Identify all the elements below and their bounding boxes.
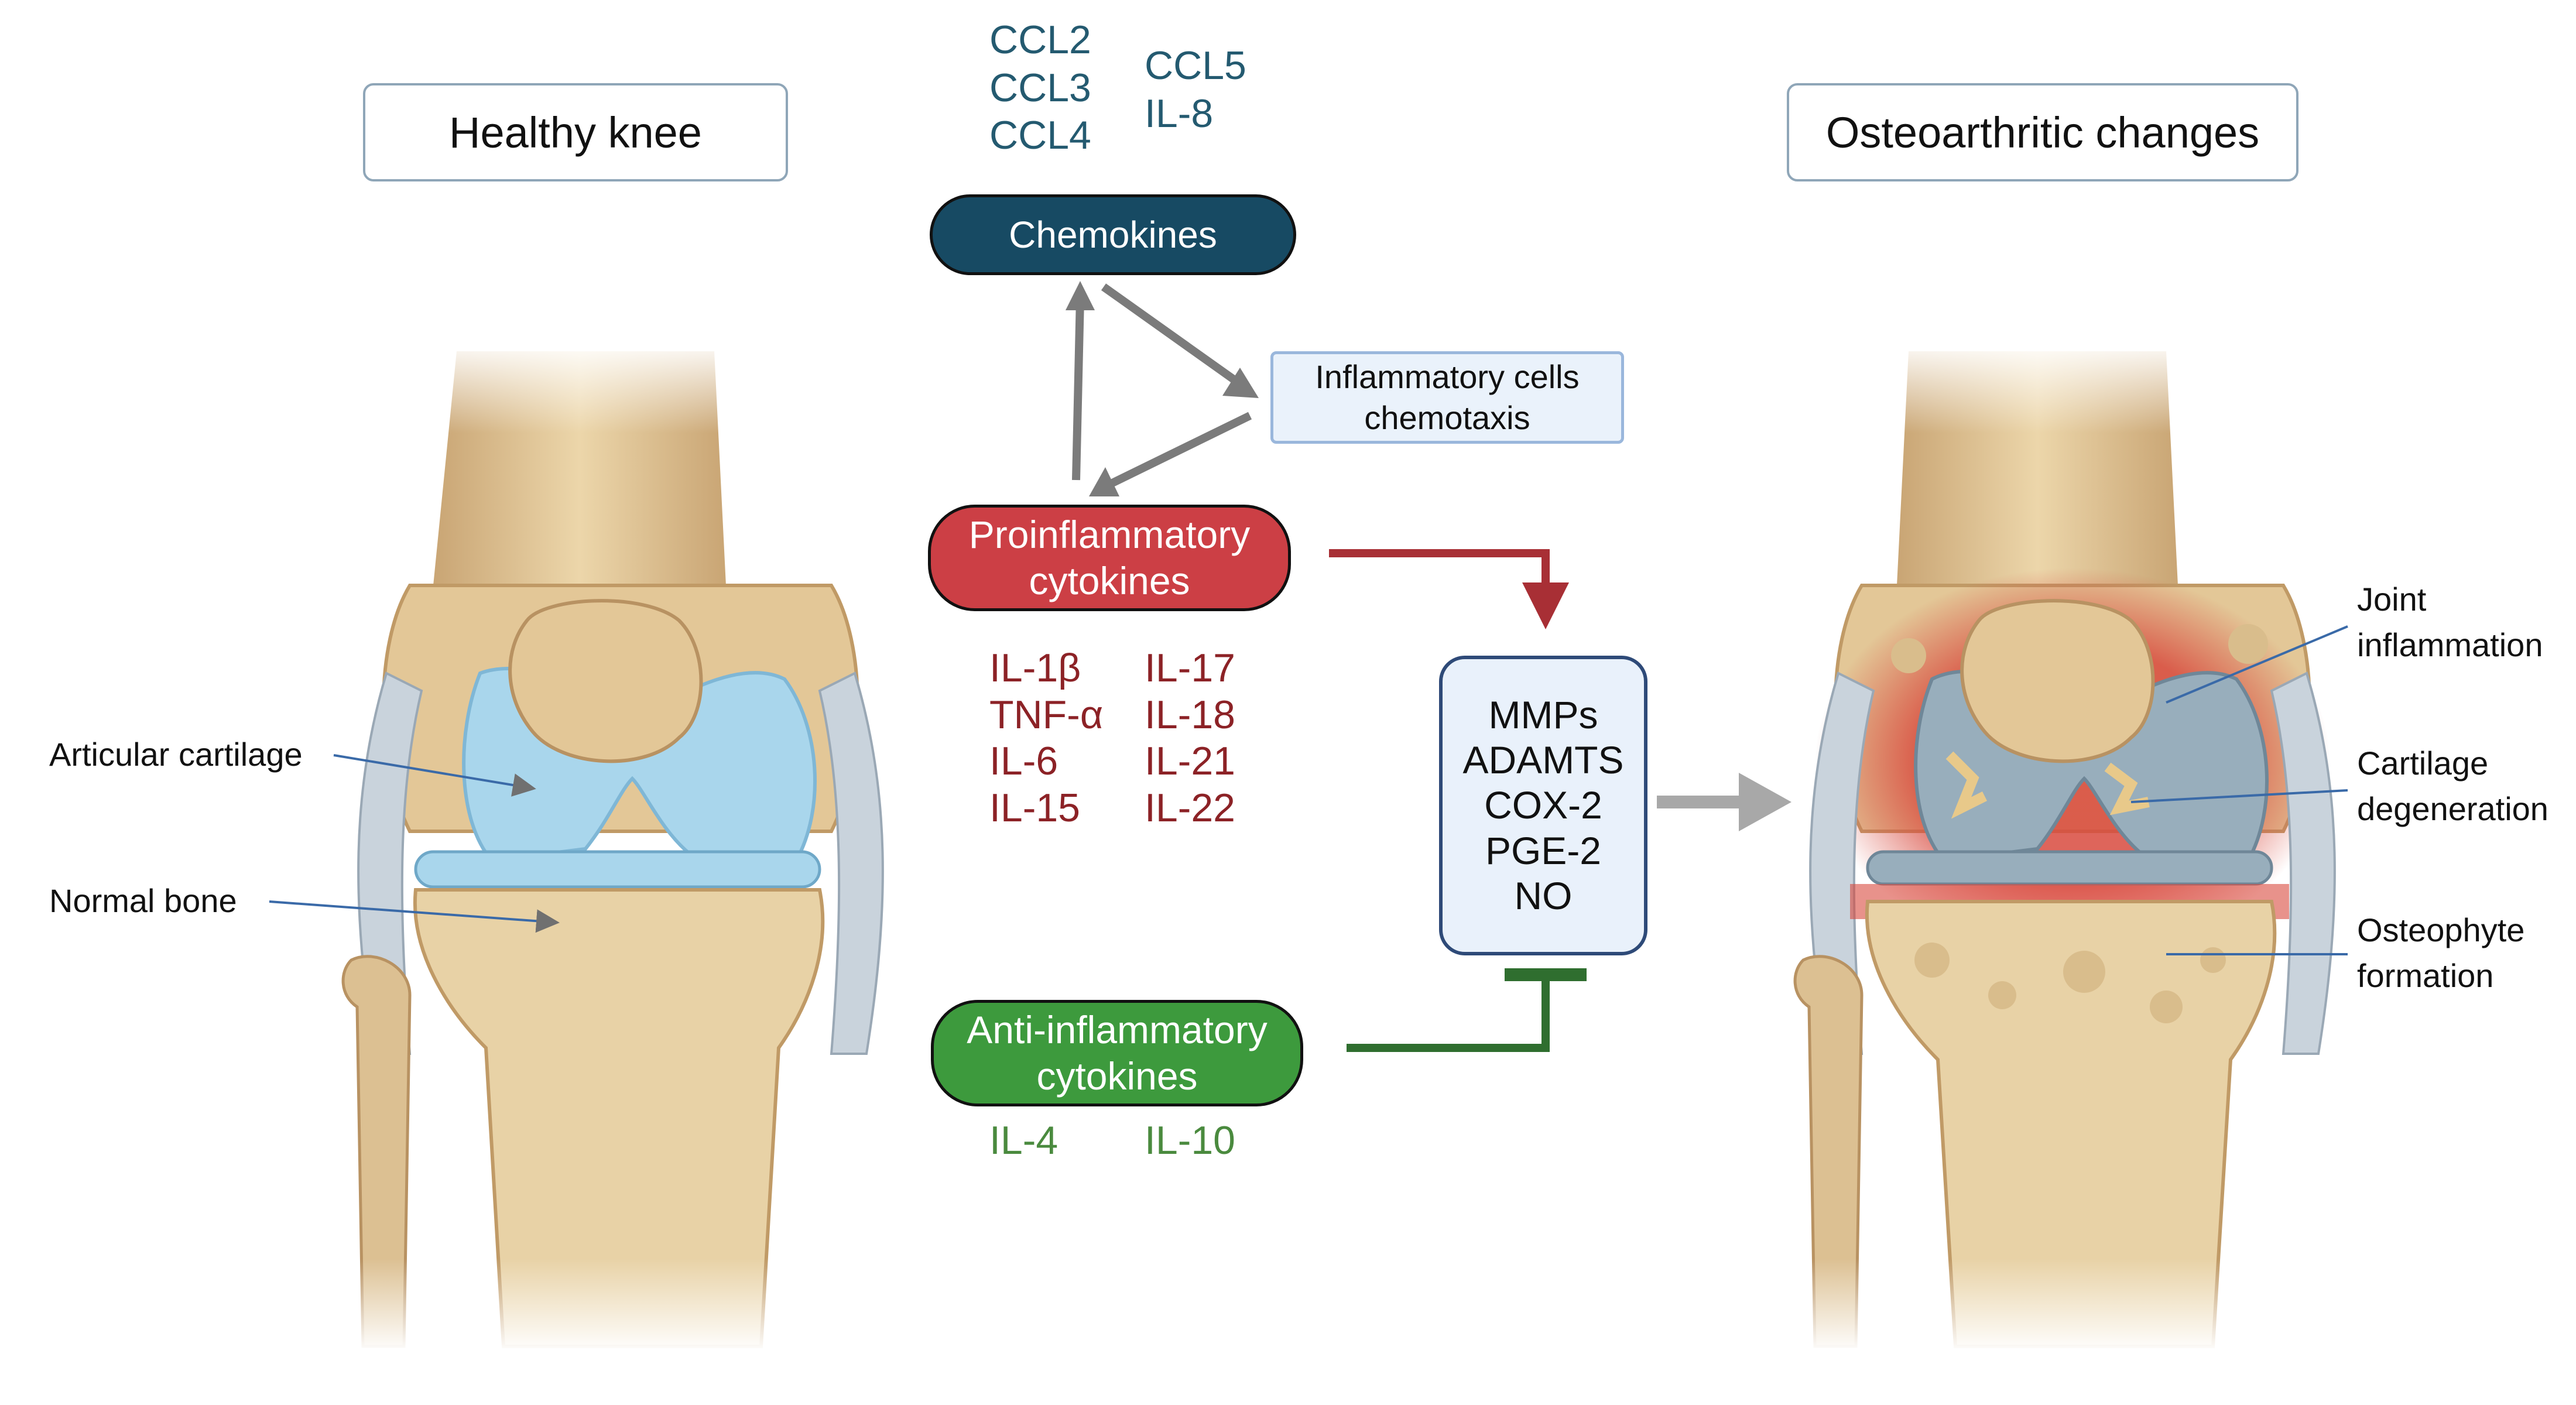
chemokines-label: Chemokines bbox=[1009, 213, 1217, 256]
mediator-item: COX-2 bbox=[1484, 783, 1602, 827]
chemotaxis-line: Inflammatory cells bbox=[1315, 358, 1580, 395]
chemokine-list-left: CCL2 CCL3 CCL4 bbox=[989, 16, 1091, 160]
proinflammatory-item: IL-15 bbox=[989, 785, 1080, 830]
mediators-node: MMPs ADAMTS COX-2 PGE-2 NO bbox=[1439, 656, 1647, 955]
proinflammatory-item: IL-6 bbox=[989, 739, 1059, 784]
mediator-item: PGE-2 bbox=[1485, 828, 1602, 872]
proinflammatory-item: IL-22 bbox=[1145, 785, 1235, 830]
proinflammatory-list-right: IL-17 IL-18 IL-21 IL-22 bbox=[1145, 645, 1235, 831]
annotation-line: degeneration bbox=[2357, 790, 2548, 828]
antiinflammatory-node: Anti-inflammatory cytokines bbox=[931, 1000, 1303, 1106]
healthy-knee-illustration bbox=[328, 340, 890, 1352]
chemotaxis-line: chemotaxis bbox=[1364, 399, 1530, 436]
osteoarthritic-title: Osteoarthritic changes bbox=[1825, 108, 2260, 157]
antiinflammatory-line: Anti-inflammatory bbox=[967, 1008, 1268, 1051]
antiinflammatory-list-right: IL-10 bbox=[1145, 1117, 1235, 1165]
healthy-knee-header: Healthy knee bbox=[363, 83, 788, 181]
antiinflammatory-line: cytokines bbox=[1036, 1054, 1198, 1098]
proinflammatory-list-left: IL-1β TNF-α IL-6 IL-15 bbox=[989, 645, 1103, 831]
proinflammatory-item: IL-17 bbox=[1145, 646, 1235, 690]
chemokines-node: Chemokines bbox=[930, 194, 1296, 275]
proinflammatory-line: Proinflammatory bbox=[968, 512, 1251, 556]
proinflammatory-item: IL-21 bbox=[1145, 739, 1235, 784]
chemokine-item: IL-8 bbox=[1145, 91, 1214, 136]
proinflammatory-line: cytokines bbox=[1029, 559, 1190, 602]
chemokine-list-right: CCL5 IL-8 bbox=[1145, 42, 1246, 138]
mediator-item: NO bbox=[1514, 873, 1573, 917]
chemotaxis-node: Inflammatory cells chemotaxis bbox=[1270, 351, 1624, 444]
leader-cartilage-degeneration bbox=[2130, 789, 2348, 803]
leader-normal-bone bbox=[269, 900, 560, 933]
joint-inflammation-label: Joint inflammation bbox=[2357, 577, 2543, 669]
osteoarthritic-header: Osteoarthritic changes bbox=[1787, 83, 2298, 181]
normal-bone-label: Normal bone bbox=[49, 882, 237, 919]
annotation-line: Joint bbox=[2357, 581, 2427, 618]
articular-cartilage-label: Articular cartilage bbox=[49, 736, 303, 773]
proinflammatory-item: TNF-α bbox=[989, 692, 1104, 737]
leader-articular-cartilage bbox=[333, 754, 536, 797]
proinflammatory-node: Proinflammatory cytokines bbox=[928, 505, 1291, 611]
annotation-line: Cartilage bbox=[2357, 745, 2489, 782]
cartilage-degeneration-label: Cartilage degeneration bbox=[2357, 741, 2548, 832]
osteophyte-formation-label: Osteophyte formation bbox=[2357, 907, 2524, 999]
healthy-knee-title: Healthy knee bbox=[449, 108, 702, 157]
leader-joint-inflammation bbox=[2166, 625, 2348, 704]
proinflammatory-item: IL-1β bbox=[989, 646, 1081, 690]
chemokine-item: CCL4 bbox=[989, 113, 1091, 158]
chemokine-item: CCL5 bbox=[1145, 43, 1246, 88]
antiinflammatory-list-left: IL-4 bbox=[989, 1117, 1058, 1165]
antiinflammatory-item: IL-10 bbox=[1145, 1118, 1235, 1163]
mediator-item: ADAMTS bbox=[1462, 738, 1624, 782]
annotation-line: Osteophyte bbox=[2357, 911, 2525, 948]
proinflammatory-item: IL-18 bbox=[1145, 692, 1235, 737]
chemokine-item: CCL3 bbox=[989, 65, 1091, 110]
annotation-line: formation bbox=[2357, 957, 2494, 995]
annotation-line: inflammation bbox=[2357, 626, 2543, 664]
antiinflammatory-item: IL-4 bbox=[989, 1118, 1059, 1163]
osteoarthritic-knee-illustration bbox=[1780, 340, 2342, 1352]
flow-arrows bbox=[1066, 281, 1791, 1052]
mediator-item: MMPs bbox=[1488, 693, 1598, 736]
chemokine-item: CCL2 bbox=[989, 18, 1091, 62]
